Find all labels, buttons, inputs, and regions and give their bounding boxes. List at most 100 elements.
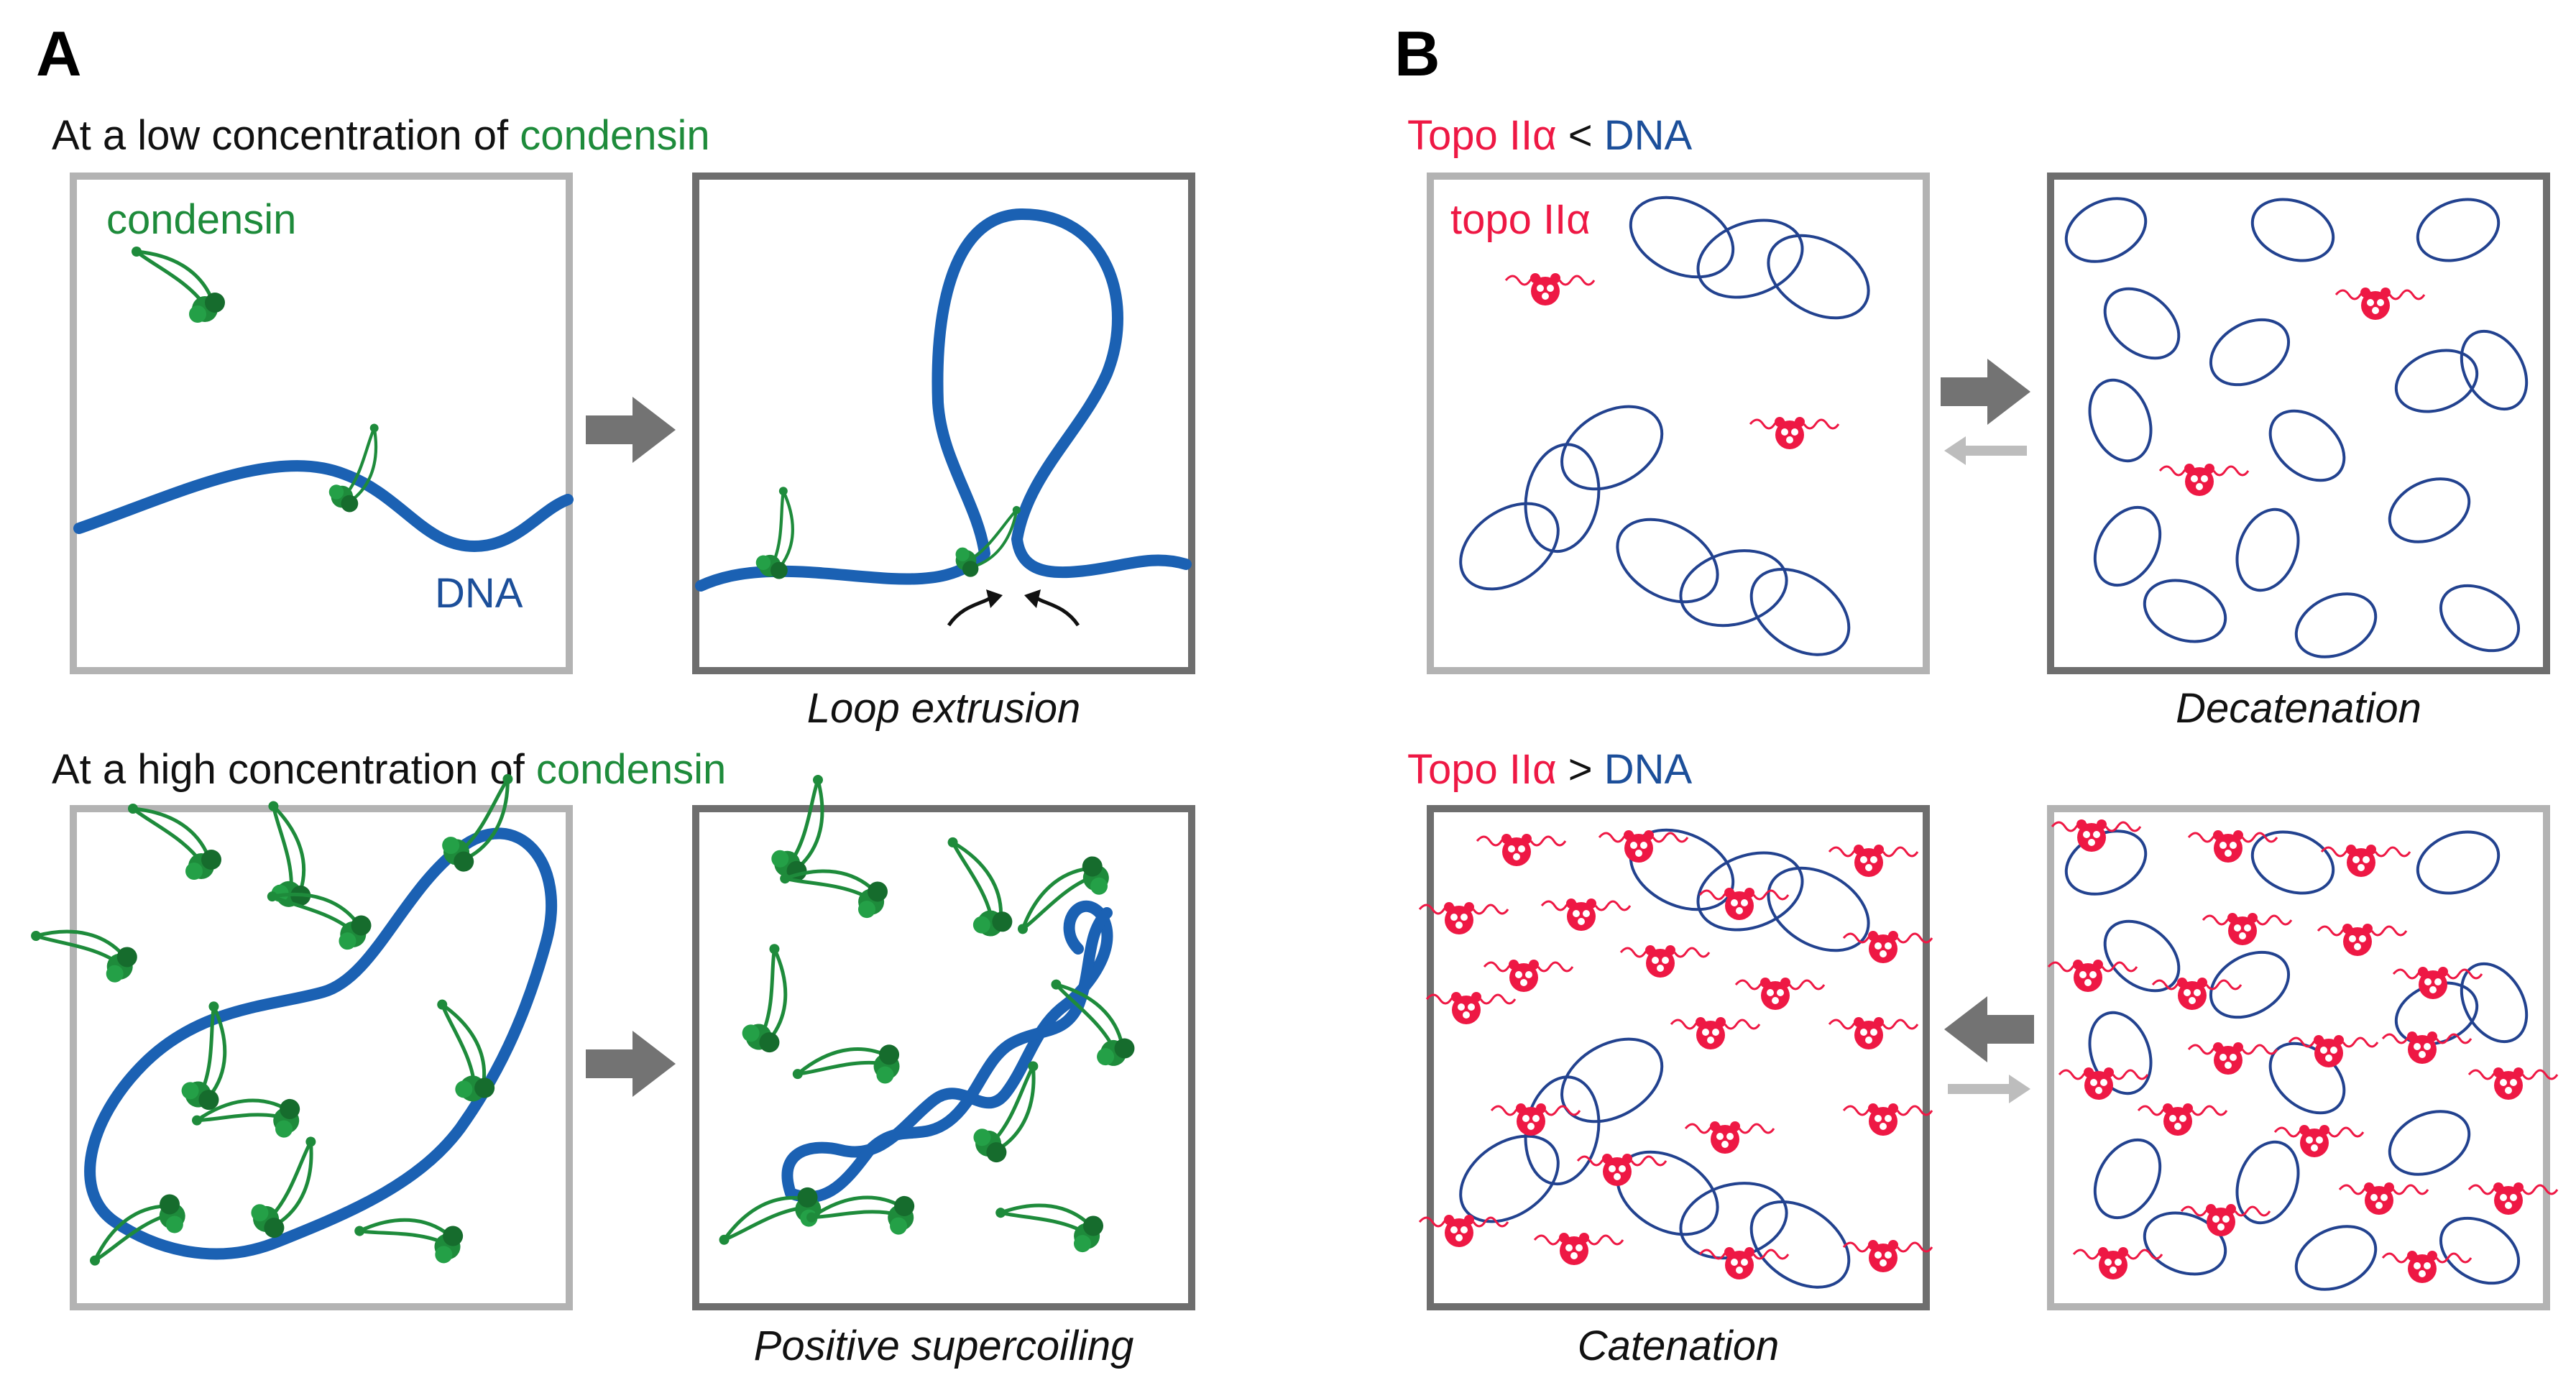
heading-a-bottom-prefix: At a high concentration of — [52, 746, 536, 793]
topo-molecule — [1425, 991, 1517, 1026]
heading-b-bottom-substrate: DNA — [1604, 746, 1693, 793]
topo-molecule — [2187, 829, 2278, 864]
ring — [2268, 1042, 2346, 1115]
topo-molecule — [2288, 1034, 2379, 1069]
topo-molecule — [2320, 843, 2411, 878]
ring — [2439, 584, 2521, 653]
topo-molecule — [1684, 1120, 1775, 1155]
topo-molecule — [1598, 829, 1689, 864]
condensin — [128, 804, 221, 880]
catenane-chain — [1427, 343, 1696, 653]
catenane-chain — [1616, 180, 1885, 336]
topo-molecule — [1619, 944, 1711, 979]
topo-cloud-decatenated — [2047, 818, 2559, 1284]
ring — [2143, 579, 2227, 643]
topo-molecule — [2381, 1249, 2472, 1284]
label-dna: DNA — [435, 570, 523, 617]
label-condensin: condensin — [106, 196, 296, 243]
topo-molecule — [2180, 1203, 2271, 1238]
ring — [2388, 1110, 2471, 1176]
topo-molecule — [2381, 1030, 2472, 1065]
topo-molecule — [2158, 462, 2250, 497]
topo-cloud-catenation — [1418, 829, 1933, 1281]
ring — [2088, 378, 2153, 463]
topo-molecule — [1490, 1102, 1581, 1137]
caption-catenation: Catenation — [1578, 1323, 1780, 1369]
ring — [2416, 198, 2501, 262]
ring — [2093, 505, 2162, 587]
box-b-low-before — [1427, 173, 1930, 674]
dna-supercoil — [781, 900, 1113, 1203]
condensin — [994, 1171, 1111, 1279]
caption-positive-supercoiling: Positive supercoiling — [754, 1323, 1134, 1369]
label-topo: topo IIα — [1450, 196, 1591, 243]
topo-molecule — [1504, 272, 1596, 307]
ring — [2093, 1138, 2162, 1220]
heading-a-bottom-highlight: condensin — [536, 746, 726, 793]
caption-decatenation: Decatenation — [2176, 685, 2421, 732]
heading-b-bottom-enzyme: Topo IIα — [1407, 746, 1557, 793]
topo-molecule — [1842, 1238, 1933, 1274]
ring — [2250, 830, 2335, 895]
arrow-b-bottom-forward — [1944, 996, 2034, 1062]
arrow-a-bottom — [586, 1031, 676, 1097]
topo-molecule — [1828, 1016, 1919, 1051]
box-a-high-after — [692, 805, 1195, 1310]
ring — [2088, 1011, 2153, 1095]
ring — [2209, 318, 2291, 387]
topo-molecule — [2338, 1181, 2429, 1216]
condensin — [29, 901, 143, 1004]
ring — [2388, 477, 2471, 543]
arrow-b-bottom-backward — [1948, 1075, 2030, 1103]
topo-molecule — [1734, 976, 1826, 1011]
panel-letter-a: A — [36, 18, 82, 89]
ring — [2460, 962, 2529, 1044]
caption-loop-extrusion: Loop extrusion — [807, 685, 1080, 732]
condensin-free — [132, 247, 225, 323]
panel-letter-b: B — [1394, 18, 1440, 89]
catenane-chain — [1593, 1131, 1874, 1310]
heading-a-bottom: At a high concentration of condensin — [52, 746, 726, 793]
arrow-extrude-right-head — [1024, 589, 1041, 608]
box-b-high-before — [2047, 805, 2550, 1310]
topo-molecule — [2072, 1246, 2163, 1281]
topo-molecule — [2137, 1102, 2228, 1137]
ring — [2235, 1140, 2300, 1225]
heading-b-bottom: Topo IIα > DNA — [1407, 746, 1693, 793]
arrow-b-top-backward — [1944, 436, 2027, 465]
heading-b-top-relation: < — [1557, 112, 1604, 159]
topo-molecule — [1749, 415, 1840, 451]
topo-molecule — [1476, 832, 1567, 868]
topo-molecule — [1698, 1246, 1790, 1281]
heading-a-top-highlight: condensin — [520, 112, 709, 159]
topo-molecule — [2151, 976, 2242, 1011]
ring — [2209, 950, 2291, 1019]
condensin-cloud-a-after — [710, 773, 1144, 1279]
topo-molecule — [2051, 818, 2142, 853]
topo-molecule — [2317, 922, 2408, 957]
heading-b-bottom-relation: > — [1557, 746, 1604, 793]
arrow-extrude-left-head — [986, 589, 1003, 608]
box-a-low-after — [692, 173, 1195, 674]
arrow-b-top-forward — [1941, 359, 2030, 425]
topo-molecule — [2202, 911, 2293, 947]
topo-molecule — [1842, 929, 1933, 965]
topo-molecule — [1483, 958, 1574, 993]
topo-molecule — [2273, 1123, 2365, 1159]
topo-molecule — [1842, 1102, 1933, 1137]
ring — [2268, 409, 2346, 482]
condensin — [710, 942, 823, 1062]
topo-molecule — [2058, 1066, 2149, 1101]
ring — [2439, 1216, 2521, 1285]
condensin — [918, 836, 1035, 945]
ring — [2416, 830, 2501, 895]
heading-b-top-enzyme: Topo IIα — [1407, 112, 1557, 159]
topo-molecule — [2187, 1041, 2278, 1076]
free-rings — [2064, 197, 2529, 658]
heading-b-top-substrate: DNA — [1604, 112, 1693, 159]
box-b-high-after — [1427, 805, 1930, 1310]
condensin — [791, 1008, 911, 1128]
box-a-high-before — [70, 805, 573, 1310]
topo-molecule — [2392, 965, 2483, 1001]
heading-a-top: At a low concentration of condensin — [52, 112, 710, 159]
